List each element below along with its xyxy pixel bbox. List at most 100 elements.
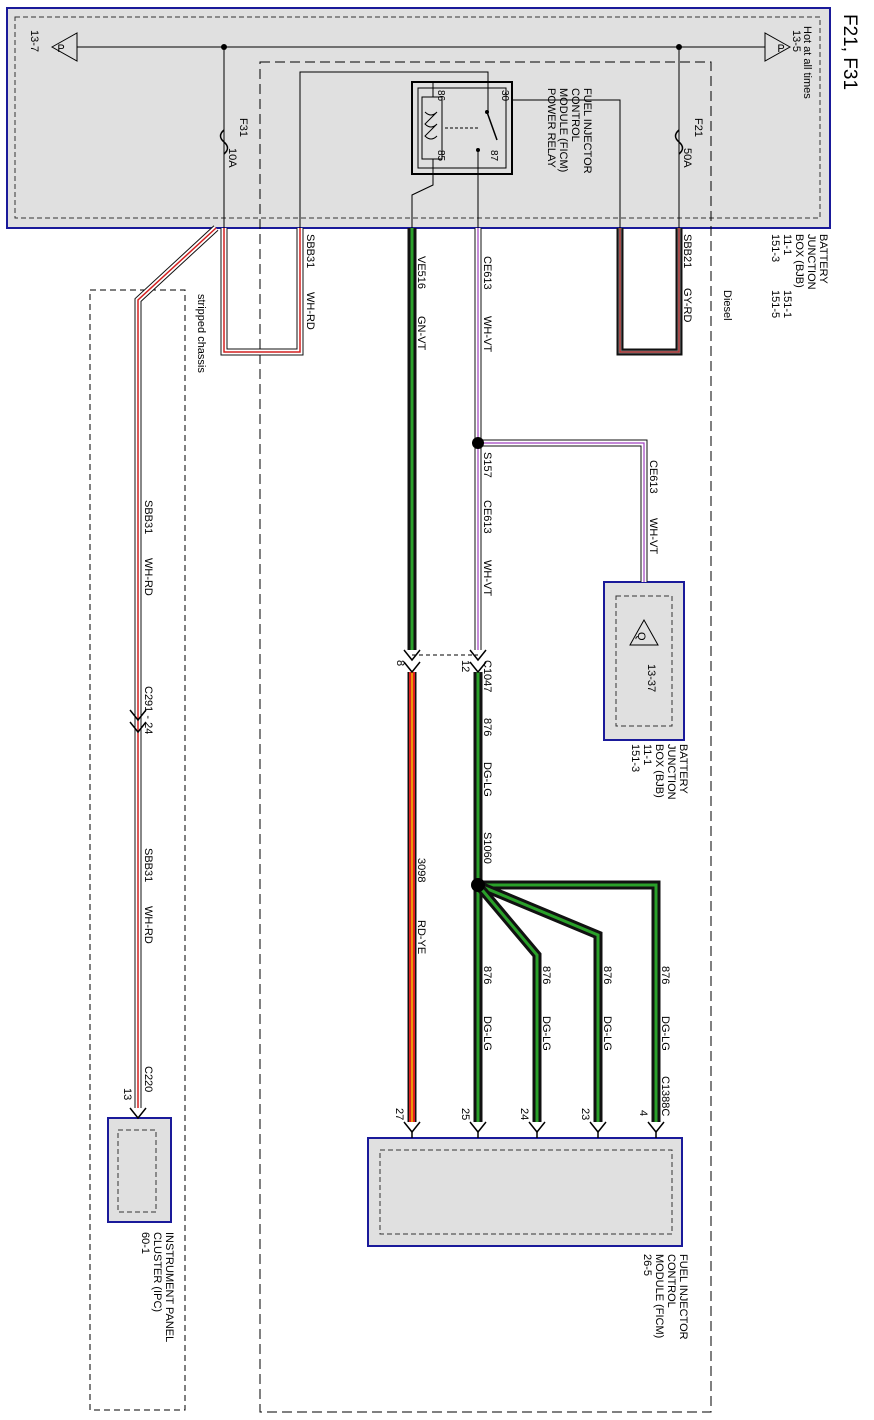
splice-s1060-node [471, 878, 485, 892]
relay-name-1: FUEL INJECTOR [581, 88, 593, 174]
relay-pin-30: 30 [499, 90, 510, 102]
wire-ve516-color: GN-VT [415, 316, 427, 351]
relay-feed-30 [299, 71, 489, 228]
wire-876-b2-circuit: 876 [540, 966, 552, 984]
f31-fuse-icon [219, 129, 229, 155]
wire-sbb31-mid-color: WH-RD [142, 558, 154, 596]
wire-ce613-mid-color: WH-VT [481, 560, 493, 596]
wire-876-b2-color: DG-LG [540, 1016, 552, 1051]
wire-sbb31-top [220, 228, 304, 356]
wire-ce613-top-circuit: CE613 [481, 256, 493, 290]
power-symbol-right-letter: P [777, 43, 784, 55]
relay-inner-box [417, 87, 507, 169]
wire-876-b3-circuit: 876 [601, 966, 613, 984]
bjb2-inner-border [615, 595, 673, 727]
wire-sbb31-top-circuit: SBB31 [304, 234, 316, 268]
splice-s1060-label: S1060 [481, 832, 493, 864]
ipc-name-1: INSTRUMENT PANEL [163, 1232, 175, 1342]
wire-876-b1-color: DG-LG [481, 1016, 493, 1051]
ficm-inner-border [379, 1149, 673, 1235]
bjb-ref-a2: 151-3 [769, 234, 781, 262]
ficm-name-4: 26-5 [641, 1254, 653, 1276]
connector-c1388c-pin-4: 4 [637, 1110, 649, 1116]
relay-switch-icon [486, 111, 498, 141]
relay-name-2: CONTROL [569, 88, 581, 142]
page-title: F21, F31 [839, 14, 860, 90]
bjb2-name-1: BATTERY [677, 744, 689, 794]
fuse-f31-rating: 10A [226, 148, 238, 168]
power-symbol-right-icon [764, 32, 792, 62]
splice-s157-node [472, 437, 484, 449]
bjb-inner-border [14, 16, 821, 219]
wire-sbb31-mid-circuit: SBB31 [142, 500, 154, 534]
connector-c220-pin: 13 [121, 1088, 133, 1100]
relay-coil-icon [421, 96, 443, 160]
diesel-label: Diesel [721, 290, 733, 321]
bjb-ref-b2: 151-5 [769, 290, 781, 318]
ficm-module [367, 1137, 683, 1247]
bjb2-ground-letter: Q [635, 632, 647, 641]
ficm-name-1: FUEL INJECTOR [677, 1254, 689, 1340]
ipc-name-2: CLUSTER (IPC) [151, 1232, 163, 1312]
connector-c1047-pin-12: 12 [459, 660, 471, 672]
wire-876-b1-circuit: 876 [481, 966, 493, 984]
connector-c1388c-pin-24: 24 [518, 1108, 530, 1120]
connector-c291-label: C291 - 24 [142, 686, 154, 734]
connector-c1047-pin-8: 8 [394, 660, 406, 666]
ipc-module [107, 1117, 172, 1223]
connector-c1388c-icon [403, 1121, 665, 1138]
wire-876-b3-color: DG-LG [601, 1016, 613, 1051]
stripped-chassis-label: stripped chassis [195, 294, 207, 373]
connector-c1388c-id: C1388C [659, 1076, 671, 1116]
wire-ce613-branch [478, 439, 648, 582]
relay-pin-85: 85 [435, 150, 446, 162]
relay-85-out [411, 159, 434, 228]
splice-s157-label: S157 [481, 452, 493, 478]
wire-876-b4-color: DG-LG [659, 1016, 671, 1051]
bjb-ref-a1: 11-1 [781, 234, 793, 255]
bjb2-ref-1: 11-1 [641, 744, 653, 765]
wire-ce613-branch-color: WH-VT [647, 518, 659, 554]
wire-sbb21-color: GY-RD [681, 288, 693, 322]
relay-box [411, 81, 513, 175]
wire-sbb21-circuit: SBB21 [681, 234, 693, 268]
relay-return [512, 99, 621, 228]
wire-3098-color: RD-YE [415, 920, 427, 954]
stripped-chassis-zone [89, 289, 186, 1411]
wire-sbb31-low-color: WH-RD [142, 906, 154, 944]
diesel-zone [259, 61, 712, 1413]
wire-3098-circuit: 3098 [415, 858, 427, 882]
ficm-name-3: MODULE (FICM) [653, 1254, 665, 1338]
wire-sbb21 [616, 228, 683, 356]
connector-c291-icon [129, 709, 147, 734]
hot-at-all-times-label: Hot at all times [801, 26, 813, 99]
power-ref-left: 13-7 [28, 30, 40, 52]
fuse-f31-id: F31 [237, 118, 249, 137]
bjb2-ref-2: 151-3 [629, 744, 641, 772]
connector-c1388c-pin-27: 27 [393, 1108, 405, 1120]
connector-c1388c-pin-25: 25 [459, 1108, 471, 1120]
bjb-name-3: BOX (BJB) [793, 234, 805, 288]
ipc-inner-border [117, 1129, 157, 1213]
power-symbol-left-icon [50, 32, 78, 62]
connector-c1047-id: C1047 [481, 660, 493, 692]
wire-sbb31-long [134, 225, 219, 1108]
connector-c220-icon [129, 1107, 147, 1120]
wire-ce613-branch-circuit: CE613 [647, 460, 659, 494]
bjb2-ref: 13-37 [645, 664, 657, 692]
relay-coil-winding [424, 111, 438, 140]
ficm-name-2: CONTROL [665, 1254, 677, 1308]
connector-c1388c-pin-23: 23 [579, 1108, 591, 1120]
fuse-f21-rating: 50A [681, 148, 693, 168]
fuse-f21-id: F21 [692, 118, 704, 137]
wire-876-branches [474, 880, 661, 1122]
wire-sbb31-low-circuit: SBB31 [142, 848, 154, 882]
wire-876-b4-circuit: 876 [659, 966, 671, 984]
f21-fuse-icon [674, 129, 684, 155]
relay-name-3: MODULE (FICM) [557, 88, 569, 172]
relay-pin-87: 87 [488, 150, 499, 162]
power-symbol-left-letter: P [57, 43, 64, 55]
ipc-name-3: 60-1 [139, 1232, 151, 1254]
wire-ce613-top-color: WH-VT [481, 316, 493, 352]
bjb2-name-3: BOX (BJB) [653, 744, 665, 798]
